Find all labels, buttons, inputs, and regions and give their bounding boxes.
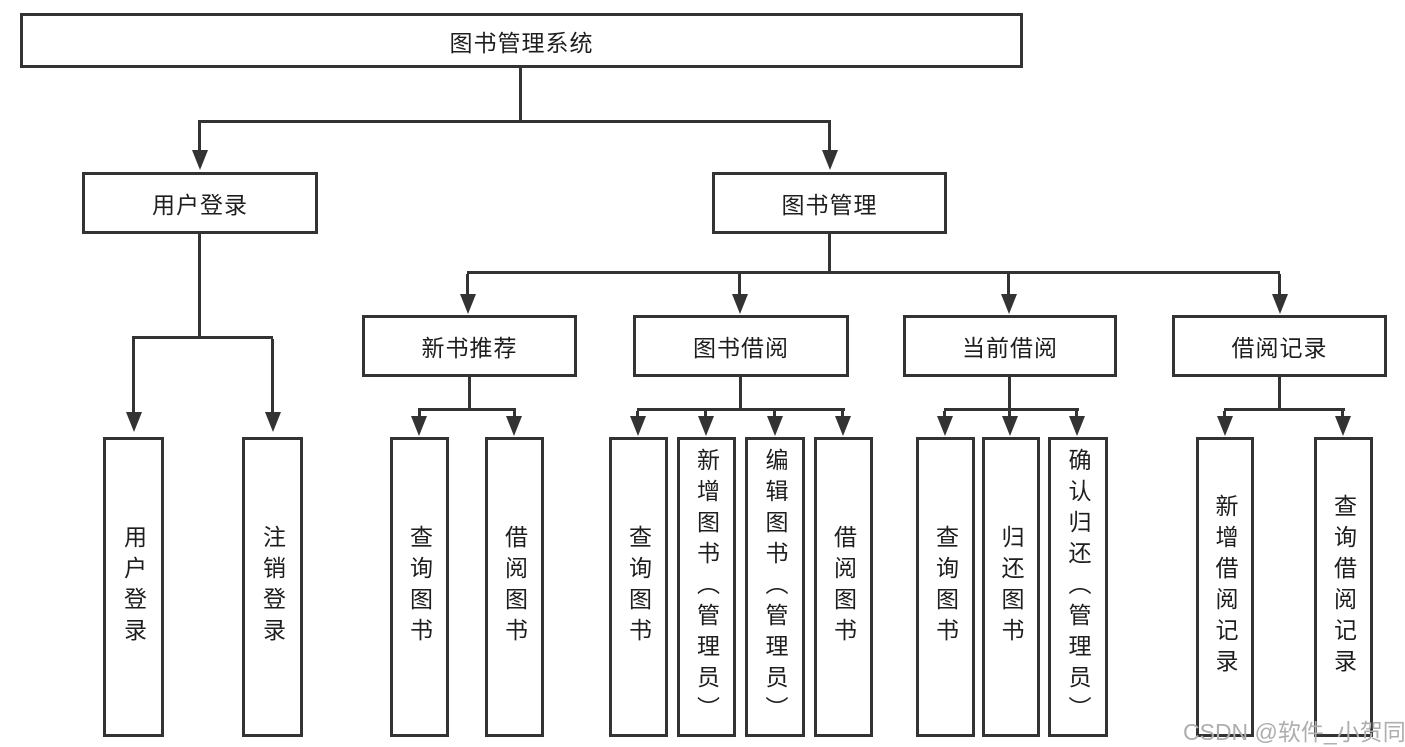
leaf-add-book-admin-label: 新增图书（管理员）: [693, 447, 720, 727]
node-book-borrowing: 图书借阅: [633, 315, 849, 377]
leaf-query-borrow-record: 查询借阅记录: [1314, 437, 1373, 737]
leaf-add-borrow-record: 新增借阅记录: [1196, 437, 1254, 737]
node-borrowing-records: 借阅记录: [1172, 315, 1387, 377]
connector-line: [132, 336, 273, 339]
leaf-borrow-books-1-label: 借阅图书: [501, 525, 528, 649]
leaf-confirm-return-admin-label: 确认归还（管理员）: [1065, 447, 1091, 727]
leaf-query-borrow-record-label: 查询借阅记录: [1330, 494, 1357, 680]
arrow-down-icon: [506, 416, 522, 436]
node-current-borrowing-label: 当前借阅: [962, 335, 1058, 361]
csdn-watermark: CSDN @软件_小贺同学: [1183, 719, 1405, 745]
node-current-borrowing: 当前借阅: [903, 315, 1117, 377]
connector-line: [1008, 377, 1011, 408]
connector-line: [468, 377, 471, 408]
arrow-down-icon: [1001, 294, 1017, 314]
connector-line: [637, 408, 845, 411]
node-library-system-label: 图书管理系统: [449, 29, 594, 56]
connector-line: [466, 274, 469, 296]
arrow-down-icon: [411, 416, 427, 436]
leaf-edit-book-admin-label: 编辑图书（管理员）: [762, 447, 788, 727]
connector-line: [828, 123, 831, 151]
leaf-return-books-label: 归还图书: [998, 525, 1024, 649]
leaf-user-login-label: 用户登录: [120, 525, 147, 649]
arrow-down-icon: [1272, 294, 1288, 314]
leaf-query-books-1-label: 查询图书: [406, 525, 433, 649]
connector-line: [738, 274, 741, 296]
leaf-borrow-books-2-label: 借阅图书: [830, 525, 857, 649]
connector-line: [1223, 411, 1226, 417]
connector-line: [739, 377, 742, 408]
arrow-down-icon: [1002, 416, 1018, 436]
leaf-add-book-admin: 新增图书（管理员）: [677, 437, 736, 737]
leaf-query-books-2: 查询图书: [609, 437, 668, 737]
arrow-down-icon: [937, 416, 953, 436]
connector-line: [519, 68, 522, 120]
node-book-management-label: 图书管理: [781, 192, 878, 218]
connector-line: [773, 411, 776, 417]
arrow-down-icon: [822, 150, 838, 170]
arrow-down-icon: [698, 416, 714, 436]
arrow-down-icon: [732, 294, 748, 314]
arrow-down-icon: [265, 412, 281, 432]
connector-line: [943, 411, 946, 417]
connector-line: [467, 271, 1280, 274]
arrow-down-icon: [630, 416, 646, 436]
connector-line: [1278, 274, 1281, 296]
node-library-system: 图书管理系统: [20, 13, 1023, 68]
connector-line: [636, 411, 639, 417]
leaf-edit-book-admin: 编辑图书（管理员）: [745, 437, 805, 737]
arrow-down-icon: [835, 416, 851, 436]
arrow-down-icon: [1069, 416, 1085, 436]
leaf-add-borrow-record-label: 新增借阅记录: [1212, 494, 1238, 680]
node-book-management: 图书管理: [712, 172, 947, 234]
leaf-query-books-3-label: 查询图书: [932, 525, 959, 649]
node-user-login-label: 用户登录: [152, 192, 248, 218]
arrow-down-icon: [192, 150, 208, 170]
connector-line: [513, 411, 516, 417]
connector-line: [418, 408, 516, 411]
arrow-down-icon: [460, 294, 476, 314]
node-user-login: 用户登录: [82, 172, 318, 234]
leaf-logout-label: 注销登录: [259, 525, 286, 649]
arrow-down-icon: [767, 416, 783, 436]
leaf-return-books: 归还图书: [982, 437, 1040, 737]
leaf-query-books-3: 查询图书: [916, 437, 975, 737]
connector-line: [1008, 411, 1011, 417]
leaf-user-login: 用户登录: [103, 437, 164, 737]
connector-line: [944, 408, 1079, 411]
node-borrowing-records-label: 借阅记录: [1231, 335, 1328, 361]
node-book-borrowing-label: 图书借阅: [693, 335, 789, 361]
connector-line: [704, 411, 707, 417]
connector-line: [841, 411, 844, 417]
connector-line: [198, 120, 831, 123]
leaf-borrow-books-2: 借阅图书: [814, 437, 873, 737]
connector-line: [418, 411, 421, 417]
connector-line: [198, 123, 201, 151]
arrow-down-icon: [126, 412, 142, 432]
connector-line: [132, 339, 135, 413]
connector-line: [271, 339, 274, 413]
leaf-query-books-1: 查询图书: [390, 437, 449, 737]
leaf-query-books-2-label: 查询图书: [625, 525, 652, 649]
leaf-confirm-return-admin: 确认归还（管理员）: [1048, 437, 1108, 737]
connector-line: [828, 234, 831, 271]
leaf-logout: 注销登录: [242, 437, 303, 737]
leaf-borrow-books-1: 借阅图书: [485, 437, 544, 737]
connector-line: [1007, 274, 1010, 296]
connector-line: [1075, 411, 1078, 417]
connector-line: [1224, 408, 1345, 411]
arrow-down-icon: [1335, 416, 1351, 436]
node-new-book-recommend-label: 新书推荐: [421, 335, 518, 361]
connector-line: [1278, 377, 1281, 408]
connector-line: [1341, 411, 1344, 417]
arrow-down-icon: [1217, 416, 1233, 436]
connector-line: [198, 234, 201, 336]
node-new-book-recommend: 新书推荐: [362, 315, 577, 377]
